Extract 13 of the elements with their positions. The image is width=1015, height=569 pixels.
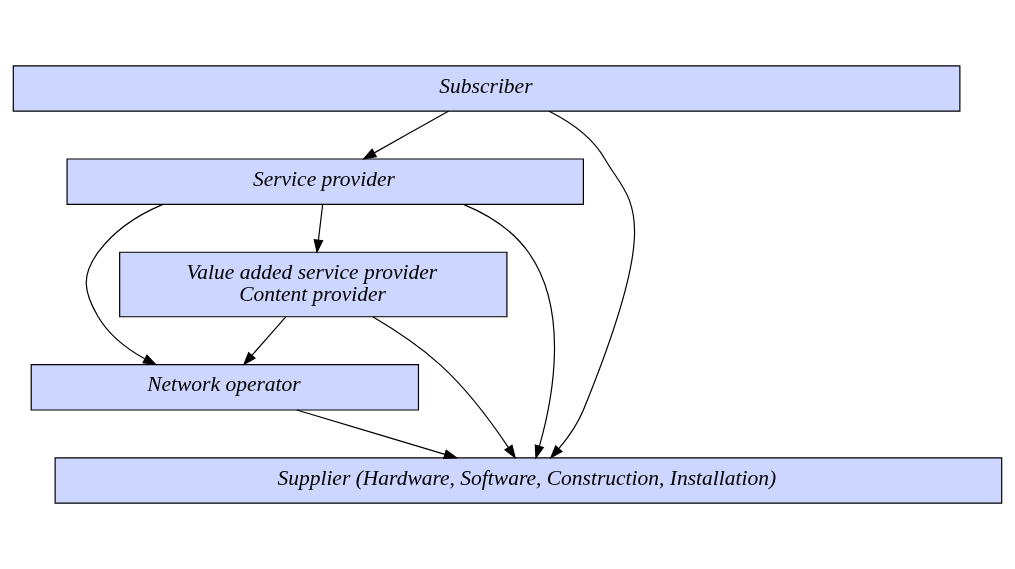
arrow <box>85 204 163 366</box>
arrow <box>372 316 517 460</box>
node-box: Supplier (Hardware, Software, Construction, Installation) <box>54 457 1003 504</box>
arrow <box>242 316 287 366</box>
node-box: Network operator <box>30 363 420 411</box>
arrow <box>362 110 449 160</box>
arrow <box>548 110 635 460</box>
node-box: Subscriber <box>12 65 961 112</box>
arrow <box>463 204 556 460</box>
arrow <box>313 204 324 254</box>
arrow <box>296 409 459 459</box>
node-box: Service provider <box>66 158 584 205</box>
node-box: Value added service provider Content provider <box>119 251 508 318</box>
